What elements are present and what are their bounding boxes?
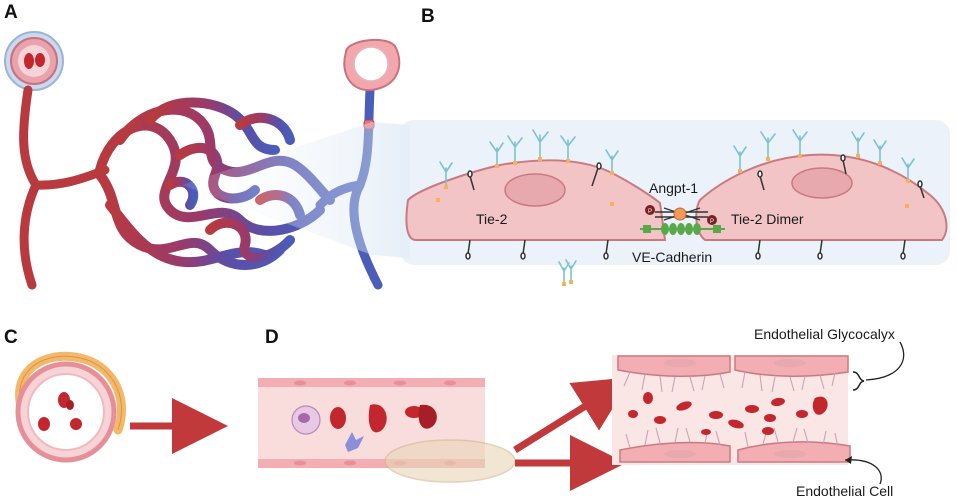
nucleus-right [791,167,853,199]
label-angpt1: Angpt-1 [649,180,698,196]
tie2-receptors [465,154,925,260]
panel-letter-d: D [265,327,279,348]
glycocalyx-anchors [436,154,910,286]
endothelial-cell-callout-line [844,459,882,485]
panel-d: D [258,326,905,499]
panel-letter-b: B [421,6,435,27]
zoom-lens [182,122,410,258]
label-tie2-dimer: Tie-2 Dimer [731,211,804,227]
zoomed-endothelium [612,355,865,465]
label-tie2: Tie-2 [476,211,508,227]
nucleus-left [504,173,566,207]
panel-c: C [4,327,228,463]
label-ve-cadherin: VE-Cadherin [632,249,712,265]
phospho-right [707,215,717,225]
phospho-label: P [710,219,714,225]
panel-b: B [400,6,950,286]
cell-junction: P P [640,205,725,235]
platelet [345,432,364,452]
glycocalyx-strands [439,129,915,283]
phospho-left [645,205,655,215]
label-endothelial-cell: Endothelial Cell [796,483,893,499]
panel-letter-a: A [4,2,18,23]
pericyte-wrapped-capillary [15,351,126,463]
vessel-longitudinal [258,378,516,483]
panel-a: A [4,2,410,290]
vein-cross-section [343,38,401,92]
panel-letter-c: C [4,327,18,348]
glycocalyx-bracket [852,371,865,391]
arrow-zoom-up [513,377,632,453]
capillary-bed [95,97,335,270]
phospho-label: P [648,209,652,215]
label-endothelial-glycocalyx: Endothelial Glycocalyx [754,326,895,342]
artery-cross-section [4,31,64,91]
zoom-region [384,439,516,483]
glycocalyx-callout-line [865,341,905,381]
